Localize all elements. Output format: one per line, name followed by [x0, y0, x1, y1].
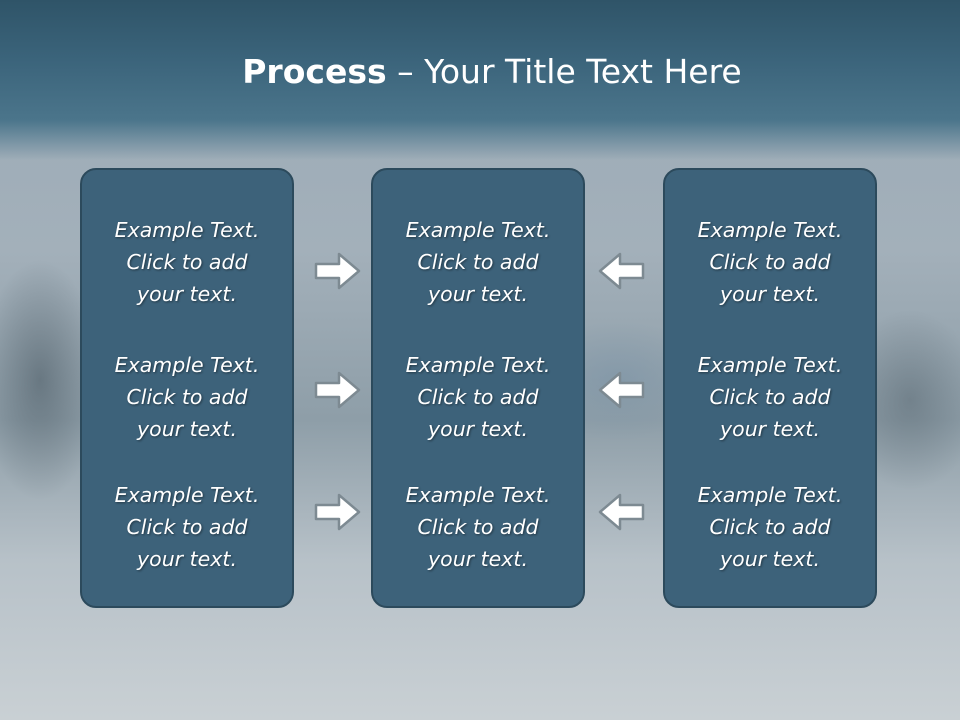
text-line: Click to add — [126, 515, 248, 539]
arrow-left-icon[interactable] — [596, 369, 646, 411]
text-line: Click to add — [126, 250, 248, 274]
text-line: Example Text. — [114, 353, 260, 377]
text-line: your text. — [428, 547, 528, 571]
text-line: Example Text. — [405, 218, 551, 242]
text-line: Click to add — [709, 515, 831, 539]
text-line: your text. — [720, 547, 820, 571]
text-block[interactable]: Example Text. Click to add your text. — [373, 349, 583, 445]
arrow-right-icon[interactable] — [313, 369, 363, 411]
text-block[interactable]: Example Text. Click to add your text. — [82, 214, 292, 310]
arrow-left-icon[interactable] — [596, 491, 646, 533]
title-rest: – Your Title Text Here — [386, 52, 742, 91]
text-line: Example Text. — [697, 353, 843, 377]
text-line: Example Text. — [405, 353, 551, 377]
text-block[interactable]: Example Text. Click to add your text. — [665, 479, 875, 575]
slide-title[interactable]: Process – Your Title Text Here — [0, 52, 960, 91]
text-line: Click to add — [417, 250, 539, 274]
text-line: Example Text. — [405, 483, 551, 507]
text-line: Click to add — [417, 515, 539, 539]
title-band — [0, 0, 960, 160]
text-line: your text. — [137, 417, 237, 441]
text-block[interactable]: Example Text. Click to add your text. — [665, 214, 875, 310]
arrow-right-icon[interactable] — [313, 250, 363, 292]
text-line: Click to add — [126, 385, 248, 409]
text-block[interactable]: Example Text. Click to add your text. — [82, 349, 292, 445]
text-line: Example Text. — [697, 483, 843, 507]
process-panel-middle[interactable]: Example Text. Click to add your text. Ex… — [371, 168, 585, 608]
text-line: your text. — [137, 547, 237, 571]
text-line: Example Text. — [114, 218, 260, 242]
title-bold: Process — [242, 52, 387, 91]
text-line: your text. — [428, 417, 528, 441]
text-line: Click to add — [709, 385, 831, 409]
text-block[interactable]: Example Text. Click to add your text. — [373, 214, 583, 310]
text-block[interactable]: Example Text. Click to add your text. — [373, 479, 583, 575]
text-line: your text. — [720, 417, 820, 441]
text-line: Example Text. — [114, 483, 260, 507]
text-line: your text. — [137, 282, 237, 306]
text-block[interactable]: Example Text. Click to add your text. — [82, 479, 292, 575]
text-line: Click to add — [709, 250, 831, 274]
text-line: Click to add — [417, 385, 539, 409]
text-block[interactable]: Example Text. Click to add your text. — [665, 349, 875, 445]
process-panel-left[interactable]: Example Text. Click to add your text. Ex… — [80, 168, 294, 608]
text-line: Example Text. — [697, 218, 843, 242]
arrow-left-icon[interactable] — [596, 250, 646, 292]
text-line: your text. — [720, 282, 820, 306]
text-line: your text. — [428, 282, 528, 306]
process-panel-right[interactable]: Example Text. Click to add your text. Ex… — [663, 168, 877, 608]
arrow-right-icon[interactable] — [313, 491, 363, 533]
